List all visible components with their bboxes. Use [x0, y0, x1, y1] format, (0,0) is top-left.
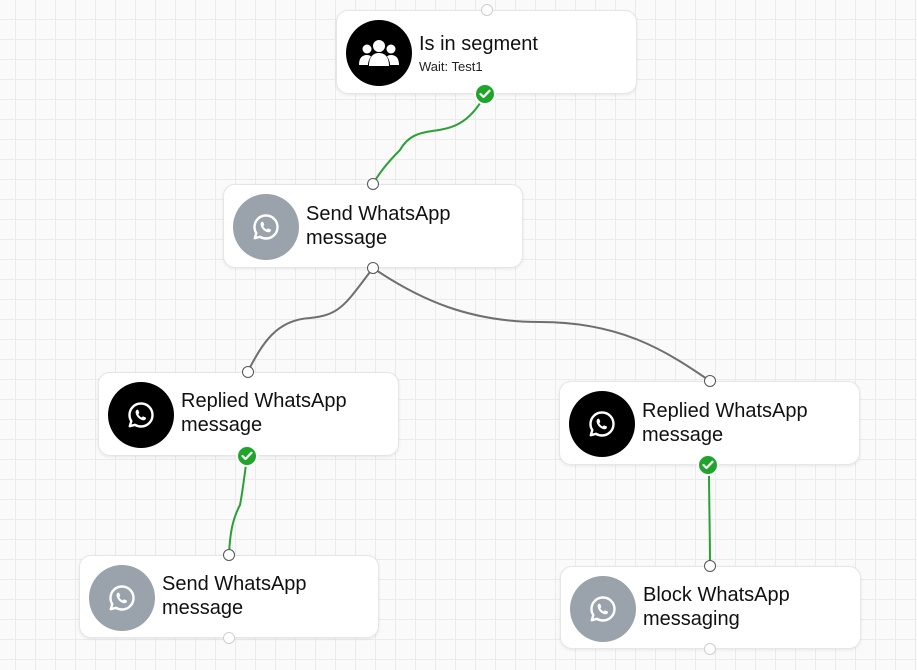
whatsapp-icon [233, 194, 299, 260]
segment-yes-check-icon[interactable] [474, 83, 496, 105]
node-title: Replied WhatsApp message [181, 390, 347, 436]
node-replied-whatsapp-message-right[interactable]: Replied WhatsApp message [559, 381, 860, 465]
node-title: Block WhatsApp messaging [643, 584, 790, 630]
node-send-whatsapp-message-2[interactable]: Send WhatsApp message [79, 555, 379, 638]
edge-send-to-replied-right [372, 267, 711, 382]
node-send-whatsapp-message[interactable]: Send WhatsApp message [223, 184, 523, 268]
node-title: Replied WhatsApp message [642, 400, 808, 446]
block-input-port[interactable] [704, 560, 716, 572]
segment-input-port[interactable] [481, 4, 493, 16]
send-1-input-port[interactable] [367, 178, 379, 190]
node-block-whatsapp-messaging[interactable]: Block WhatsApp messaging [560, 566, 861, 649]
replied-left-input-port[interactable] [242, 366, 254, 378]
edge-send-to-replied-left [247, 267, 374, 372]
edge-replied-right-to-block [708, 465, 711, 566]
node-replied-whatsapp-message-left[interactable]: Replied WhatsApp message [98, 372, 399, 456]
node-title: Send WhatsApp message [306, 203, 451, 249]
users-group-icon [346, 20, 412, 86]
whatsapp-icon [108, 382, 174, 448]
replied-right-input-port[interactable] [704, 375, 716, 387]
whatsapp-icon [89, 565, 155, 631]
whatsapp-icon [569, 391, 635, 457]
send-2-input-port[interactable] [223, 549, 235, 561]
send-1-output-port[interactable] [367, 262, 379, 274]
node-title: Is in segment [419, 33, 538, 55]
edge-replied-left-to-send [228, 456, 248, 555]
whatsapp-icon [570, 576, 636, 642]
replied-left-yes-check-icon[interactable] [236, 445, 258, 467]
node-title: Send WhatsApp message [162, 573, 307, 619]
replied-right-yes-check-icon[interactable] [697, 454, 719, 476]
edge-segment-to-send [372, 94, 486, 185]
send-2-output-port[interactable] [223, 632, 235, 644]
node-is-in-segment[interactable]: Is in segment Wait: Test1 [336, 10, 637, 94]
node-subtitle: Wait: Test1 [419, 59, 483, 74]
block-output-port[interactable] [704, 643, 716, 655]
